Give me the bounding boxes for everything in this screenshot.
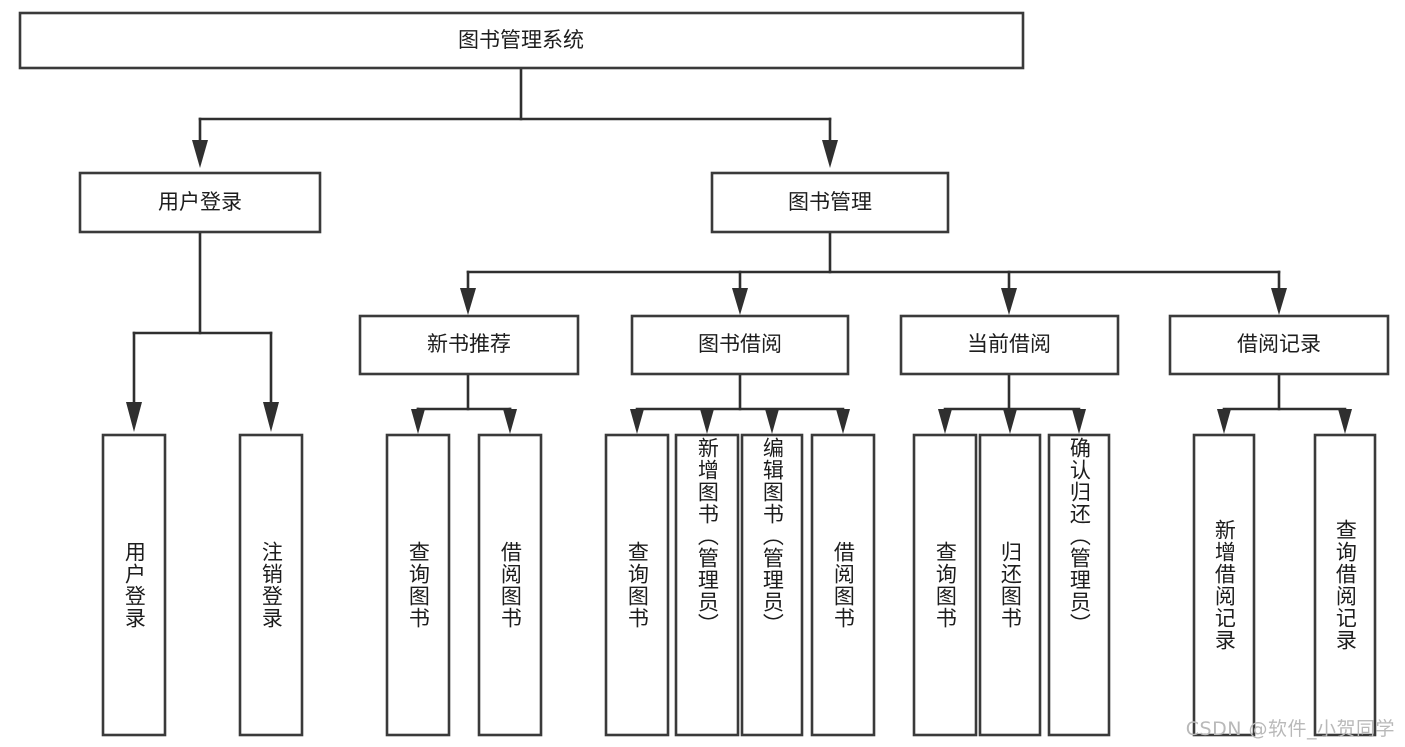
arrow-current-borrow-child-1 bbox=[938, 409, 952, 434]
arrow-current-borrow-child-3 bbox=[1072, 409, 1086, 434]
node-book-mgmt-label: 图书管理 bbox=[788, 190, 872, 214]
leaf-box-book-borrow-1[interactable] bbox=[604, 433, 670, 737]
node-current-borrow-label: 当前借阅 bbox=[967, 332, 1051, 356]
leaf-box-borrow-record-1[interactable] bbox=[1192, 433, 1256, 737]
connector-group-new-book bbox=[411, 372, 517, 434]
node-borrow-record-box[interactable] bbox=[1168, 314, 1390, 376]
node-book-borrow-box[interactable] bbox=[630, 314, 850, 376]
leaf-box-user-login-2[interactable] bbox=[238, 433, 304, 737]
connector-group-user-login bbox=[126, 230, 279, 432]
leaf-box-current-borrow-2[interactable] bbox=[978, 433, 1042, 737]
arrow-book-mgmt-child-4 bbox=[1271, 288, 1287, 315]
leaf-box-new-book-2[interactable] bbox=[477, 433, 543, 737]
connector-group-book-mgmt bbox=[460, 230, 1287, 315]
node-borrow-record-label: 借阅记录 bbox=[1237, 332, 1321, 356]
arrow-new-book-child-1 bbox=[411, 409, 425, 434]
leaf-box-book-borrow-2[interactable] bbox=[674, 433, 740, 737]
connector-group-book-borrow bbox=[630, 372, 850, 434]
arrow-user-login-child-2 bbox=[263, 402, 279, 432]
connector-group-borrow-record bbox=[1217, 372, 1352, 434]
arrow-new-book-child-2 bbox=[503, 409, 517, 434]
node-user-login-label: 用户登录 bbox=[158, 190, 242, 214]
arrow-book-mgmt-child-2 bbox=[732, 288, 748, 315]
node-current-borrow-box[interactable] bbox=[899, 314, 1120, 376]
node-new-book-label: 新书推荐 bbox=[427, 332, 511, 356]
leaf-box-book-borrow-4[interactable] bbox=[810, 433, 876, 737]
csdn-watermark: CSDN @软件_小贺同学 bbox=[1185, 718, 1395, 740]
arrow-root-to-book-mgmt bbox=[822, 140, 838, 168]
node-root-label: 图书管理系统 bbox=[458, 28, 584, 52]
connector-group-root bbox=[192, 66, 838, 168]
arrow-book-borrow-child-2 bbox=[700, 409, 714, 434]
arrow-borrow-record-child-1 bbox=[1217, 409, 1231, 434]
leaf-box-current-borrow-1[interactable] bbox=[912, 433, 978, 737]
arrow-book-mgmt-child-1 bbox=[460, 288, 476, 315]
leaf-box-user-login-1[interactable] bbox=[101, 433, 167, 737]
arrow-book-borrow-child-4 bbox=[836, 409, 850, 434]
leaf-box-borrow-record-2[interactable] bbox=[1313, 433, 1377, 737]
arrow-book-mgmt-child-3 bbox=[1001, 288, 1017, 315]
arrow-current-borrow-child-2 bbox=[1003, 409, 1017, 434]
node-book-mgmt-box[interactable] bbox=[710, 171, 950, 234]
node-root-box[interactable] bbox=[18, 11, 1025, 70]
leaf-box-new-book-1[interactable] bbox=[385, 433, 451, 737]
connector-group-current-borrow bbox=[938, 372, 1086, 434]
node-user-login-box[interactable] bbox=[78, 171, 322, 234]
arrow-borrow-record-child-2 bbox=[1338, 409, 1352, 434]
node-book-borrow-label: 图书借阅 bbox=[698, 332, 782, 356]
node-new-book-box[interactable] bbox=[358, 314, 580, 376]
arrow-user-login-child-1 bbox=[126, 402, 142, 432]
arrow-book-borrow-child-3 bbox=[765, 409, 779, 434]
arrow-root-to-user-login bbox=[192, 140, 208, 168]
leaf-box-book-borrow-3[interactable] bbox=[740, 433, 804, 737]
arrow-book-borrow-child-1 bbox=[630, 409, 644, 434]
leaf-box-current-borrow-3[interactable] bbox=[1047, 433, 1111, 737]
